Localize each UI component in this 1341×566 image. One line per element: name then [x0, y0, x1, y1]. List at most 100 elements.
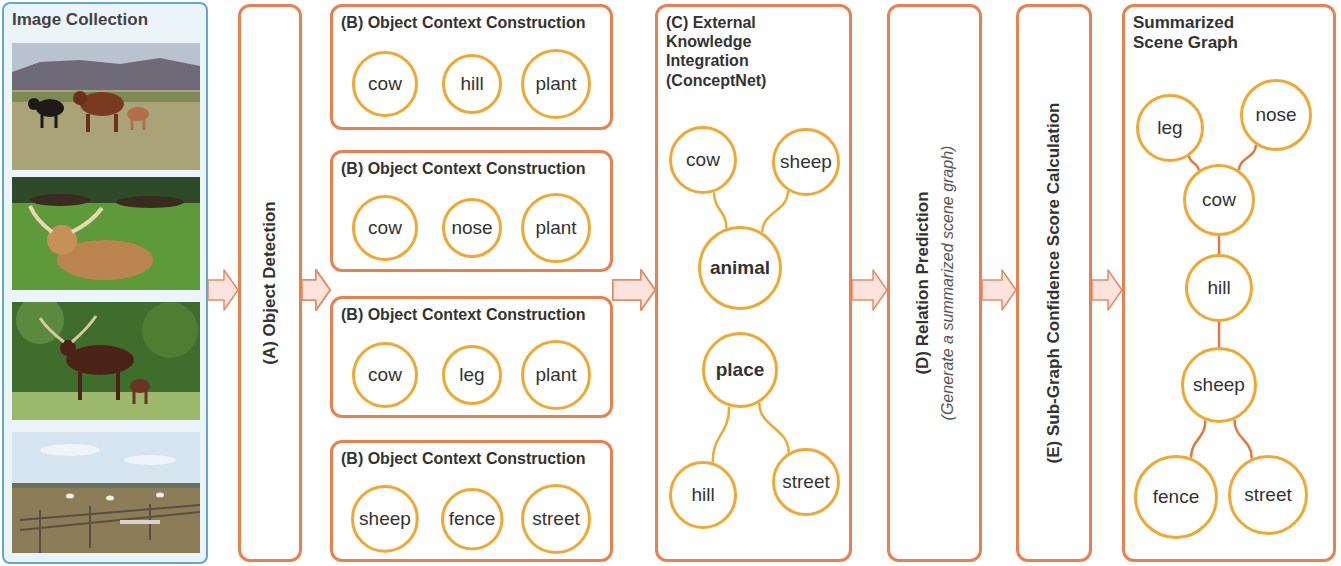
- horns: [40, 316, 96, 342]
- calf: [130, 379, 150, 393]
- circle-shape: [774, 130, 839, 195]
- circle-shape: [671, 463, 736, 528]
- circle-shape: [671, 128, 736, 193]
- context-box: cownoseplant(B) Object Context Construct…: [330, 150, 613, 272]
- photo-highland-cow: [12, 177, 200, 290]
- flow-arrow: [613, 270, 655, 310]
- grass: [12, 90, 200, 170]
- circle-shape: [354, 197, 417, 260]
- node-label: plant: [535, 364, 576, 387]
- flow-arrow: [302, 270, 330, 310]
- circle-label-holder: plant: [535, 217, 576, 240]
- node-label: cow: [368, 364, 402, 387]
- circle-shape: [523, 342, 590, 409]
- circle-label-holder: nose: [451, 217, 492, 240]
- object-circle: animal: [698, 226, 782, 310]
- node-label: place: [716, 359, 765, 382]
- photo-sheep-field: [12, 432, 200, 553]
- circle-label-holder: cow: [1202, 189, 1236, 212]
- circle-label-holder: street: [1244, 484, 1292, 507]
- stage-title: (E) Sub-Graph Confidence Score Calculati…: [1042, 103, 1067, 464]
- node-label: cow: [686, 149, 720, 172]
- circle-label-holder: plant: [535, 73, 576, 96]
- circle-label-holder: plant: [535, 364, 576, 387]
- circle-shape: [1138, 96, 1203, 161]
- node-label: hill: [1207, 277, 1230, 300]
- object-circle: nose: [442, 198, 502, 258]
- trough: [120, 520, 160, 524]
- sheep: [106, 496, 114, 501]
- heading-holder: (B) Object Context Construction: [341, 13, 602, 32]
- circle-label-holder: sheep: [359, 508, 411, 531]
- stage-title: (B) Object Context Construction: [341, 449, 602, 468]
- object-circle: sheep: [1181, 347, 1257, 423]
- circle-shape: [444, 200, 501, 257]
- calf-legs: [132, 119, 144, 130]
- circle-shape: [444, 347, 501, 404]
- node-label: street: [782, 471, 830, 494]
- circle-shape: [523, 486, 590, 553]
- object-circle: sheep: [772, 128, 840, 196]
- heading-holder: (B) Object Context Construction: [341, 305, 602, 324]
- node-label: cow: [368, 217, 402, 240]
- cloud: [40, 444, 100, 456]
- flow-arrow: [613, 270, 655, 310]
- cow-head: [73, 91, 87, 105]
- node-label: leg: [459, 364, 484, 387]
- relation-line: [1239, 145, 1256, 170]
- photo-longhorn-cow: [12, 302, 200, 420]
- calf-legs: [134, 391, 146, 404]
- herd: [116, 196, 184, 208]
- heading-holder: Image Collection: [12, 10, 198, 30]
- circle-shape: [704, 334, 777, 407]
- circle-shape: [523, 51, 590, 118]
- heading-holder: Summarized Scene Graph: [1133, 13, 1258, 54]
- circle-label-holder: sheep: [1193, 374, 1245, 397]
- circle-label-holder: hill: [691, 484, 714, 507]
- object-circle: leg: [1136, 94, 1204, 162]
- object-circle: hill: [1185, 254, 1253, 322]
- circle-label-holder: leg: [459, 364, 484, 387]
- node-label: nose: [451, 217, 492, 240]
- node-label: cow: [368, 73, 402, 96]
- grass: [12, 177, 200, 290]
- object-circle: cow: [352, 195, 418, 261]
- stage-title: Image Collection: [12, 10, 198, 30]
- flow-arrow: [613, 270, 655, 310]
- circle-label-holder: cow: [368, 364, 402, 387]
- circle-shape: [442, 489, 501, 548]
- cow-legs: [80, 372, 118, 400]
- circle-label-holder: hill: [460, 73, 483, 96]
- circle-label-holder: cow: [686, 149, 720, 172]
- sheep: [156, 493, 164, 498]
- stage-band: (A) Object Detection: [238, 4, 302, 562]
- node-label: fence: [449, 508, 495, 531]
- knowledge-box: cowsheepanimalplacehillstreet(C) Externa…: [655, 4, 852, 562]
- circle-shape: [1185, 166, 1254, 235]
- rotated-label-holder: (D) Relation Prediction(Generate a summa…: [911, 146, 959, 421]
- circle-shape: [1230, 457, 1307, 534]
- stage-title: (B) Object Context Construction: [341, 13, 602, 32]
- node-label: animal: [710, 257, 770, 280]
- circle-label-holder: sheep: [780, 151, 832, 174]
- flow-arrow: [1092, 270, 1122, 310]
- relation-line: [1191, 420, 1205, 457]
- flow-arrow: [208, 270, 238, 310]
- relation-line: [1234, 420, 1251, 459]
- circle-shape: [1187, 256, 1252, 321]
- relation-line: [713, 406, 730, 462]
- cloud: [124, 455, 176, 465]
- node-label: leg: [1157, 117, 1182, 140]
- circle-label-holder: cow: [368, 73, 402, 96]
- circle-label-holder: place: [716, 359, 765, 382]
- cow-head: [28, 98, 40, 110]
- field: [12, 488, 200, 553]
- object-circle: cow: [352, 342, 418, 408]
- cow-body: [66, 345, 134, 375]
- circle-shape: [1183, 349, 1256, 422]
- horns: [30, 206, 102, 232]
- node-label: hill: [460, 73, 483, 96]
- bush: [142, 302, 198, 358]
- herd: [30, 194, 90, 206]
